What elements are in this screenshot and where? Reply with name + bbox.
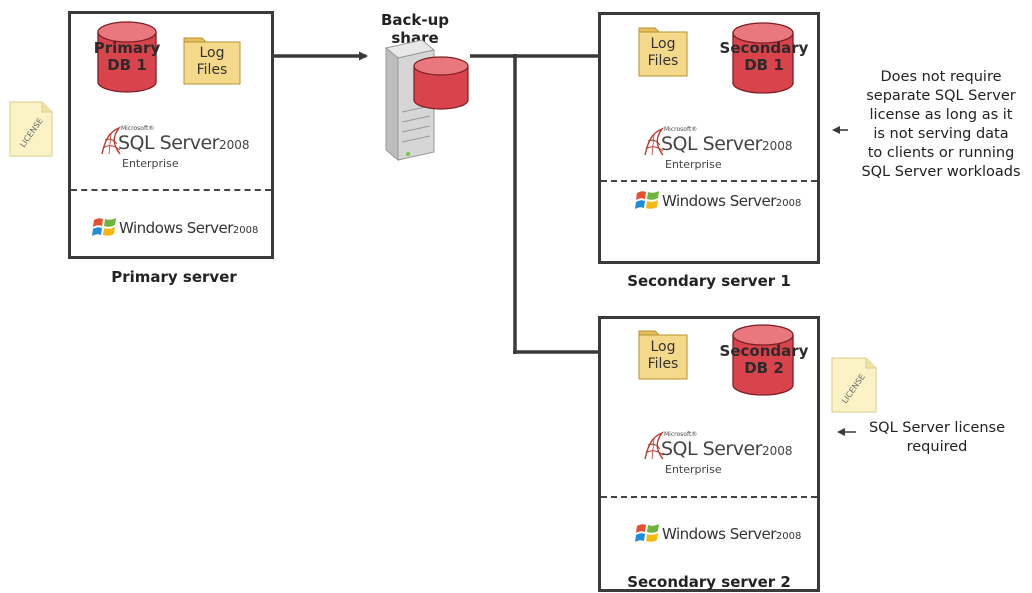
windows-logo-icon	[635, 191, 659, 209]
sql-microsoft-label: Microsoft®	[664, 431, 698, 438]
sql-server-name: SQL Server	[661, 438, 762, 460]
secondary-server-1-box: Log Files Secondary DB 1 Microsoft® SQL …	[598, 12, 820, 264]
secondary-server-2-box: Log Files Secondary DB 2 Microsoft® SQL …	[598, 316, 820, 592]
backup-share-label: Back-up share	[380, 11, 450, 47]
primary-server-box: Primary DB 1 Log Files Microsoft® SQL Se…	[68, 11, 274, 259]
secondary1-folder-label: Log Files	[647, 36, 679, 69]
windows-server-label: Windows Server2008	[662, 192, 801, 210]
secondary2-db-label: Secondary DB 2	[719, 342, 809, 377]
secondary-server-2-caption: Secondary server 2	[627, 573, 791, 591]
secondary1-db-label: Secondary DB 1	[719, 39, 809, 74]
primary-db-icon	[97, 21, 157, 93]
dashed-divider	[71, 189, 271, 191]
dashed-divider	[601, 180, 817, 182]
license-document-icon: LICENSE	[831, 357, 877, 413]
sql-server-logo-icon	[644, 127, 665, 156]
dashed-divider	[601, 496, 817, 498]
windows-server-label: Windows Server2008	[119, 219, 258, 237]
sql-server-year: 2008	[761, 444, 793, 458]
sql-server-name: SQL Server	[118, 132, 219, 154]
secondary2-db-icon	[732, 324, 794, 396]
sql-server-name: SQL Server	[661, 133, 762, 155]
windows-server-name: Windows Server	[119, 219, 233, 237]
windows-logo-icon	[92, 218, 116, 236]
sql-server-logo-icon	[101, 126, 122, 155]
windows-server-name: Windows Server	[662, 525, 776, 543]
windows-server-name: Windows Server	[662, 192, 776, 210]
primary-folder-icon	[183, 37, 241, 85]
sql-server-year: 2008	[761, 139, 793, 153]
sql-server-label: SQL Server2008	[118, 132, 250, 154]
note-license-required: SQL Server license required	[868, 420, 1006, 455]
primary-server-caption: Primary server	[111, 268, 237, 286]
sql-server-logo-icon	[644, 431, 665, 460]
secondary2-folder-icon	[638, 330, 688, 380]
sql-microsoft-label: Microsoft®	[121, 125, 155, 132]
sql-server-label: SQL Server2008	[661, 133, 793, 155]
secondary1-folder-icon	[638, 27, 688, 77]
license-document-icon: LICENSE	[9, 101, 53, 157]
sql-microsoft-label: Microsoft®	[664, 126, 698, 133]
sql-edition-label: Enterprise	[665, 158, 722, 171]
windows-server-year: 2008	[232, 225, 259, 236]
sql-edition-label: Enterprise	[122, 157, 179, 170]
secondary2-folder-label: Log Files	[647, 339, 679, 372]
secondary-server-1-caption: Secondary server 1	[627, 272, 791, 290]
windows-server-label: Windows Server2008	[662, 525, 801, 543]
backup-share-server-icon	[384, 39, 469, 162]
windows-server-year: 2008	[775, 531, 802, 542]
primary-folder-label: Log Files	[196, 45, 228, 78]
sql-edition-label: Enterprise	[665, 463, 722, 476]
secondary1-db-icon	[732, 22, 794, 94]
sql-server-label: SQL Server2008	[661, 438, 793, 460]
sql-server-year: 2008	[218, 138, 250, 152]
primary-db-label: Primary DB 1	[93, 39, 161, 74]
windows-server-year: 2008	[775, 198, 802, 209]
note-no-license-required: Does not require separate SQL Server lic…	[861, 69, 1021, 180]
windows-logo-icon	[635, 524, 659, 542]
